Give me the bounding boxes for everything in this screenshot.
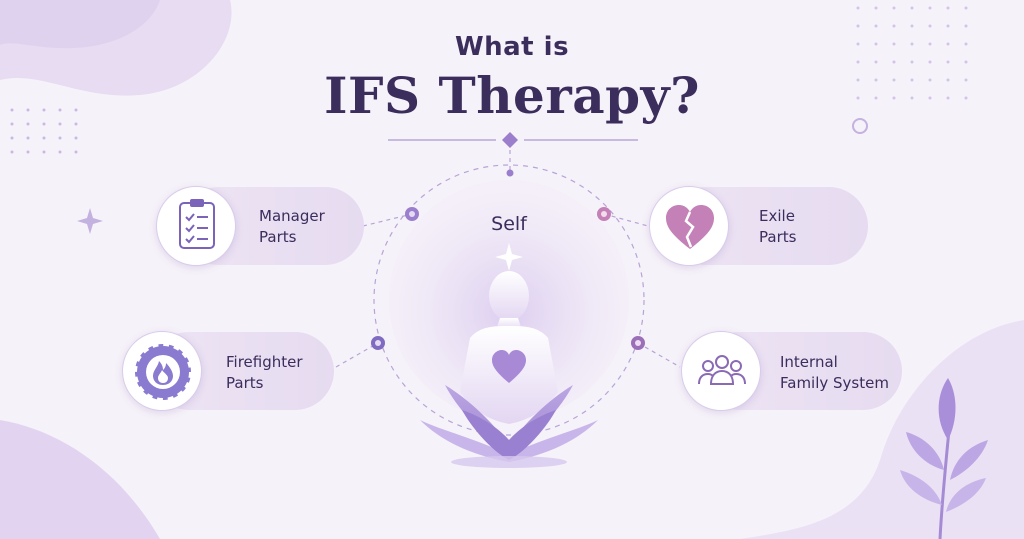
plant-decoration	[900, 378, 988, 539]
flame-badge-icon	[133, 342, 193, 402]
dot-grid-top-right	[856, 6, 968, 100]
page-title: IFS Therapy?	[324, 66, 700, 125]
corner-blob-bottom-right	[740, 320, 1024, 539]
divider-diamond	[502, 132, 518, 148]
sparkle-icon	[77, 208, 103, 234]
manager-parts-line2: Parts	[259, 228, 297, 246]
firefighter-parts-line2: Parts	[226, 374, 264, 392]
meditating-figure	[460, 271, 558, 424]
people-group-icon	[698, 355, 746, 385]
family-icon-circle	[681, 331, 761, 411]
star-icon	[495, 243, 523, 271]
manager-parts-line1: Manager	[259, 207, 325, 225]
title-line-1: What is	[454, 32, 570, 62]
firefighter-parts-line1: Firefighter	[226, 353, 303, 371]
self-orbit	[373, 164, 645, 436]
corner-blob-bottom-left	[0, 420, 160, 539]
lotus-icon	[420, 385, 598, 468]
broken-heart-icon	[666, 205, 714, 249]
family-system-label: Internal Family System	[780, 352, 889, 394]
firefighter-icon-circle	[122, 331, 202, 411]
firefighter-parts-label: Firefighter Parts	[226, 352, 303, 394]
family-system-line1: Internal	[780, 353, 838, 371]
ring-ornament	[852, 118, 868, 134]
clipboard-checklist-icon	[179, 199, 215, 249]
exile-icon-circle	[649, 186, 729, 266]
manager-icon-circle	[156, 186, 236, 266]
self-label: Self	[491, 213, 527, 235]
node-top	[506, 169, 514, 177]
exile-parts-line1: Exile	[759, 207, 795, 225]
exile-parts-line2: Parts	[759, 228, 797, 246]
dot-grid-top-left	[10, 108, 78, 154]
heart-icon	[492, 350, 526, 383]
family-system-line2: Family System	[780, 374, 889, 392]
manager-parts-label: Manager Parts	[259, 206, 325, 248]
exile-parts-label: Exile Parts	[759, 206, 796, 248]
